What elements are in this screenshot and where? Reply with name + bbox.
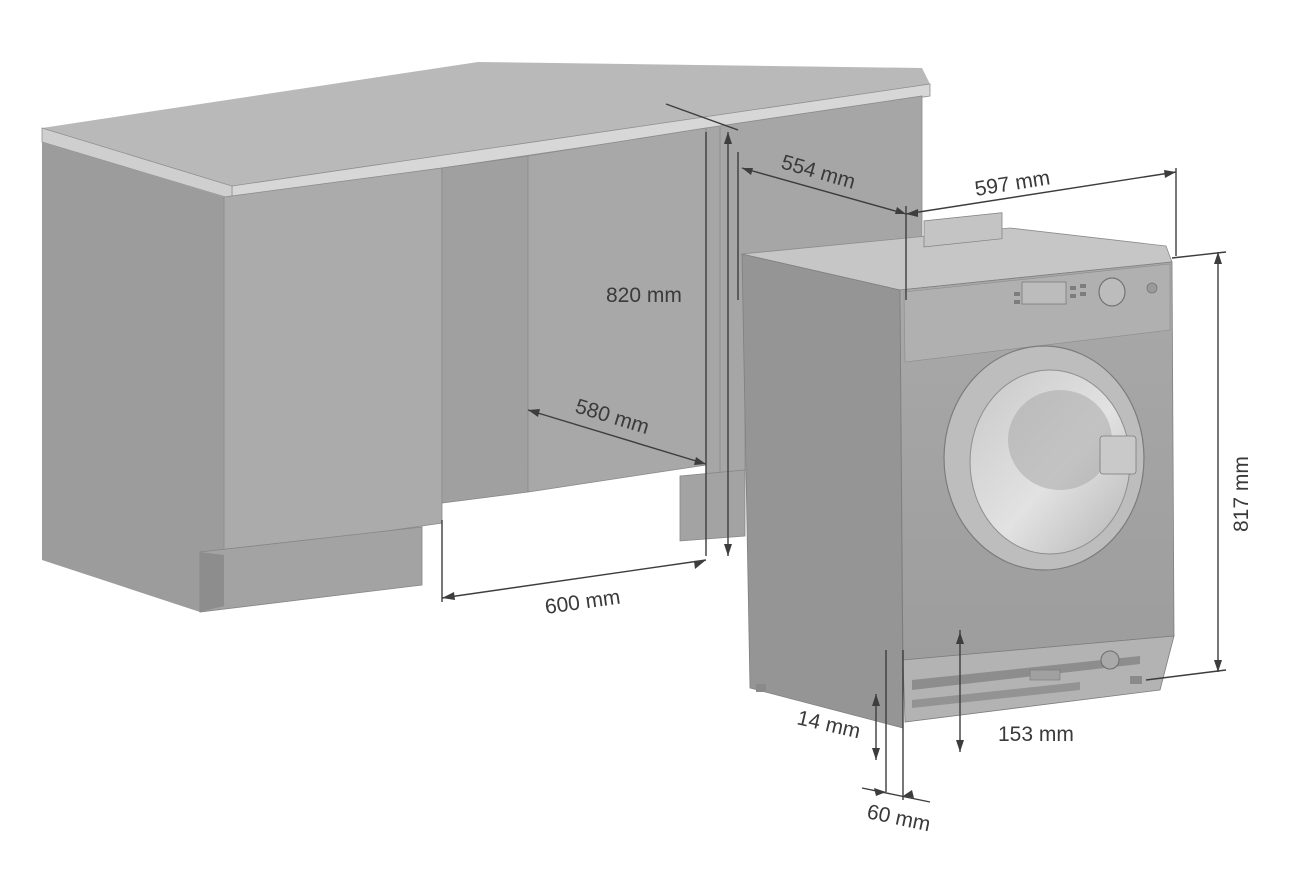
door-handle	[1099, 435, 1137, 475]
left-cabinet-front	[223, 167, 443, 556]
recess-back-wall	[441, 155, 529, 504]
kitchen-cabinet-unit	[41, 62, 931, 613]
detergent-drawer	[923, 212, 1003, 248]
machine-foot-left	[756, 684, 766, 692]
left-cabinet-side	[42, 142, 224, 612]
filter-cover	[1029, 669, 1061, 681]
power-button	[1146, 282, 1158, 294]
service-panel-slot	[912, 656, 1140, 690]
dimension-lines	[441, 103, 1227, 803]
label-appliance-height: 817 mm	[1230, 456, 1253, 532]
label-appliance-width: 597 mm	[973, 166, 1052, 201]
label-plinth-height: 153 mm	[998, 723, 1074, 746]
label-recess-height: 820 mm	[606, 284, 682, 307]
machine-side	[741, 253, 904, 729]
display-screen	[1021, 281, 1067, 305]
worktop-top-surface	[42, 62, 930, 186]
right-plinth	[679, 469, 746, 542]
service-panel-lower	[912, 682, 1080, 708]
machine-foot-right	[1130, 676, 1142, 684]
drain-pump-cap	[1100, 650, 1120, 670]
label-recess-width: 600 mm	[543, 586, 621, 619]
door-inner-drum	[1008, 390, 1112, 490]
label-plinth-depth: 60 mm	[865, 800, 933, 836]
program-buttons	[1014, 284, 1086, 304]
washing-machine	[741, 212, 1175, 729]
left-plinth-side	[200, 552, 224, 612]
program-dial	[1098, 277, 1126, 307]
